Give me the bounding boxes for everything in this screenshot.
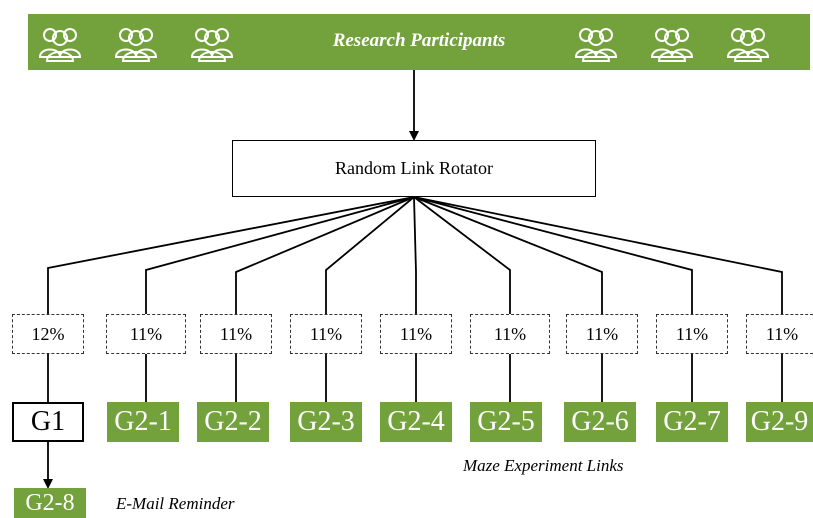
group-box-g2-4: G2-4 <box>380 402 452 442</box>
group-label: G2-6 <box>571 406 629 437</box>
group-box-g2-2: G2-2 <box>197 402 269 442</box>
people-group-icon <box>190 28 234 62</box>
group-box-g2-8: G2-8 <box>14 488 86 518</box>
percent-label: 11% <box>675 323 709 344</box>
rotator-to-g2-5-line <box>413 196 511 314</box>
percent-box-g2-5: 11% <box>470 314 550 354</box>
percent-box-g2-3: 11% <box>290 314 362 354</box>
rotator-to-g2-1-line <box>145 196 415 314</box>
people-group-icon <box>114 28 158 62</box>
rotator-to-g2-2-line <box>235 196 415 314</box>
random-link-rotator-box: Random Link Rotator <box>232 140 596 197</box>
group-label: G2-1 <box>114 406 172 437</box>
people-group-icon <box>574 28 618 62</box>
group-label: G2-2 <box>204 406 262 437</box>
percent-box-g2-2: 11% <box>200 314 272 354</box>
percent-box-g2-4: 11% <box>380 314 452 354</box>
percent-label: 11% <box>129 323 163 344</box>
percent-label: 11% <box>493 323 527 344</box>
group-label: G2-8 <box>25 489 75 516</box>
participants-banner: Research Participants <box>28 14 810 70</box>
group-label: G2-9 <box>750 406 809 437</box>
rotator-to-g2-6-line <box>413 196 603 314</box>
rotator-to-g2-7-line <box>413 196 693 314</box>
group-box-g2-7: G2-7 <box>656 402 728 442</box>
group-box-g2-5: G2-5 <box>470 402 542 442</box>
percent-box-g2-6: 11% <box>566 314 638 354</box>
percent-box-g2-7: 11% <box>656 314 728 354</box>
group-box-g2-6: G2-6 <box>564 402 636 442</box>
group-box-g2-3: G2-3 <box>290 402 362 442</box>
percent-box-g2-1: 11% <box>106 314 186 354</box>
percent-label: 11% <box>219 323 253 344</box>
percent-label: 11% <box>765 323 799 344</box>
percent-label: 12% <box>31 323 65 344</box>
group-box-g2-1: G2-1 <box>107 402 179 442</box>
group-label: G2-3 <box>297 406 355 437</box>
banner-title: Research Participants <box>332 30 506 51</box>
rotator-to-g1-line <box>47 196 415 314</box>
people-group-icon <box>650 28 694 62</box>
group-label: G1 <box>30 406 66 437</box>
group-label: G2-7 <box>663 406 721 437</box>
group-label: G2-5 <box>477 406 535 437</box>
links-caption: Maze Experiment Links <box>463 456 624 475</box>
reminder-caption: E-Mail Reminder <box>116 494 235 513</box>
percent-label: 11% <box>399 323 433 344</box>
group-box-g2-9: G2-9 <box>746 402 813 442</box>
people-group-icon <box>726 28 770 62</box>
percent-box-g1: 12% <box>12 314 84 354</box>
percent-box-g2-9: 11% <box>746 314 813 354</box>
rotator-label: Random Link Rotator <box>335 158 493 178</box>
percent-label: 11% <box>585 323 619 344</box>
rotator-to-g2-3-line <box>325 196 415 314</box>
people-group-icon <box>38 28 82 62</box>
percent-label: 11% <box>309 323 343 344</box>
rotator-to-g2-4-line <box>413 196 417 314</box>
group-label: G2-4 <box>387 406 445 437</box>
group-box-g1: G1 <box>12 402 84 442</box>
rotator-to-g2-9-line <box>413 196 783 314</box>
